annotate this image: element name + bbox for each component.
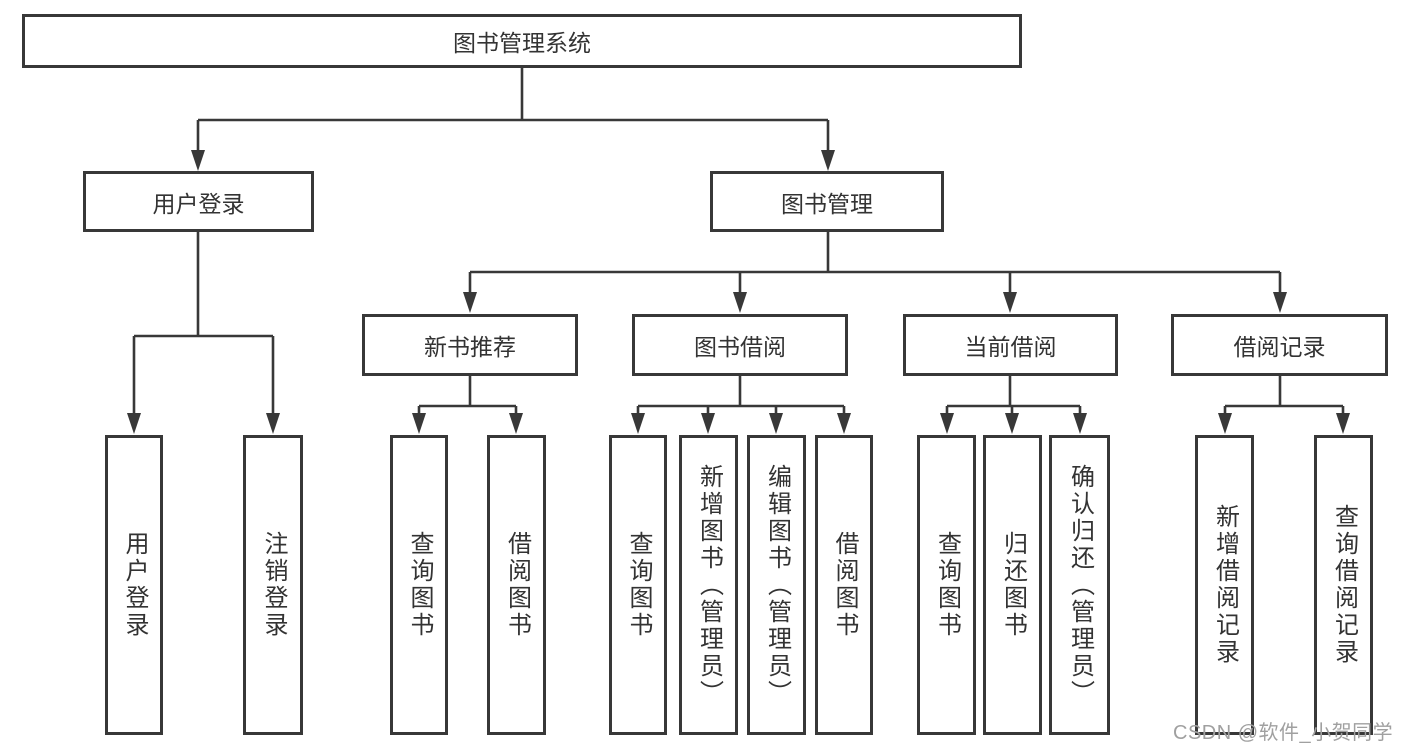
leaf-confirm-return-admin: 确认归还（管理员） <box>1049 435 1110 735</box>
csdn-watermark: CSDN @软件_小贺同学 <box>1173 722 1394 744</box>
leaf-add-borrow-record-label: 新增借阅记录 <box>1211 504 1239 666</box>
node-user-login: 用户登录 <box>83 171 314 232</box>
node-user-login-label: 用户登录 <box>152 190 245 217</box>
leaf-borrow-books-label: 借阅图书 <box>831 531 858 639</box>
node-new-book-recommend: 新书推荐 <box>362 314 578 376</box>
leaf-add-borrow-record: 新增借阅记录 <box>1195 435 1254 735</box>
node-book-borrowing-label: 图书借阅 <box>694 334 786 360</box>
leaf-return-books: 归还图书 <box>983 435 1042 735</box>
leaf-edit-books-admin: 编辑图书（管理员） <box>747 435 806 735</box>
leaf-borrow-books-recommend-label: 借阅图书 <box>503 531 531 639</box>
node-root: 图书管理系统 <box>22 14 1022 68</box>
leaf-return-books-label: 归还图书 <box>999 531 1027 639</box>
leaf-logout-label: 注销登录 <box>260 531 287 639</box>
leaf-edit-books-admin-label: 编辑图书（管理员） <box>763 463 791 707</box>
node-book-management-label: 图书管理 <box>781 190 873 217</box>
leaf-confirm-return-admin-label: 确认归还（管理员） <box>1066 463 1094 707</box>
node-root-label: 图书管理系统 <box>453 30 591 56</box>
leaf-query-books-borrow: 查询图书 <box>609 435 667 735</box>
node-book-borrowing: 图书借阅 <box>632 314 848 376</box>
leaf-query-books-current-label: 查询图书 <box>933 531 961 639</box>
leaf-query-books-current: 查询图书 <box>917 435 976 735</box>
leaf-add-books-admin-label: 新增图书（管理员） <box>695 463 723 707</box>
leaf-user-login-label: 用户登录 <box>121 531 148 639</box>
leaf-logout: 注销登录 <box>243 435 303 735</box>
leaf-add-books-admin: 新增图书（管理员） <box>679 435 738 735</box>
leaf-query-books-borrow-label: 查询图书 <box>625 531 652 639</box>
leaf-borrow-books: 借阅图书 <box>815 435 873 735</box>
node-current-borrowing: 当前借阅 <box>903 314 1118 376</box>
leaf-query-books-recommend: 查询图书 <box>390 435 448 735</box>
node-book-management: 图书管理 <box>710 171 944 232</box>
leaf-query-borrow-record-label: 查询借阅记录 <box>1330 504 1358 666</box>
node-current-borrowing-label: 当前借阅 <box>964 334 1057 360</box>
leaf-query-books-recommend-label: 查询图书 <box>406 531 433 639</box>
leaf-query-borrow-record: 查询借阅记录 <box>1314 435 1373 735</box>
node-new-book-recommend-label: 新书推荐 <box>424 334 516 360</box>
leaf-user-login: 用户登录 <box>105 435 163 735</box>
leaf-borrow-books-recommend: 借阅图书 <box>487 435 546 735</box>
node-borrowing-records: 借阅记录 <box>1171 314 1388 376</box>
node-borrowing-records-label: 借阅记录 <box>1233 334 1326 360</box>
